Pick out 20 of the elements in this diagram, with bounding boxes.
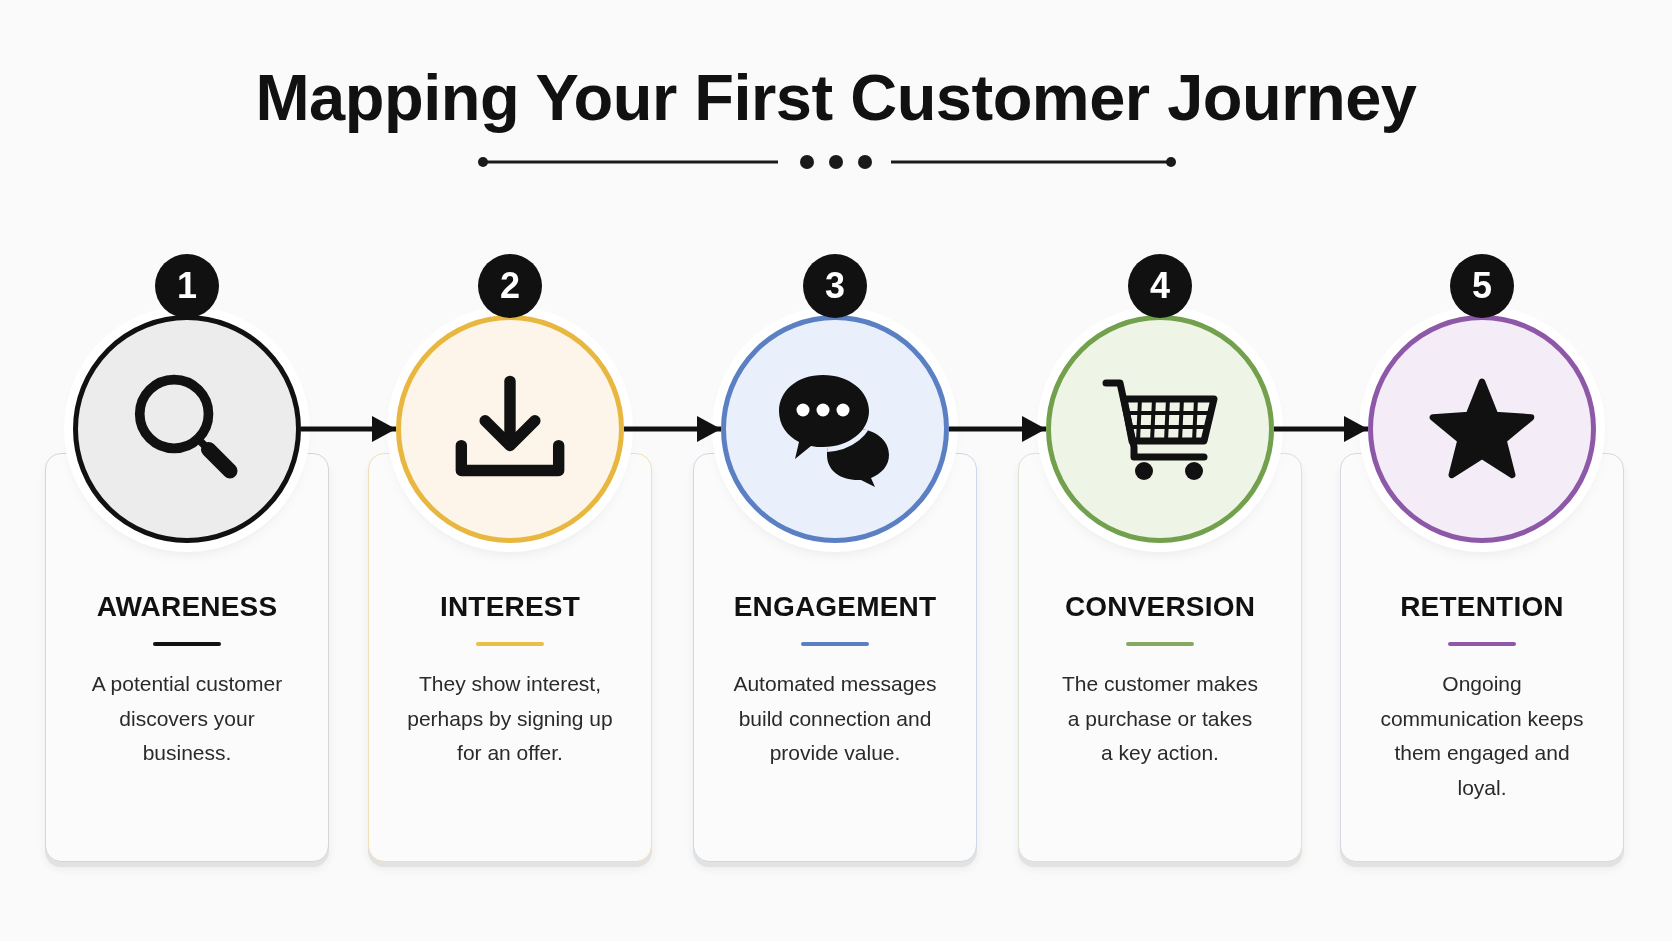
- step-number: 3: [803, 254, 867, 318]
- stage-title: AWARENESS: [96, 590, 278, 624]
- arrow: [624, 416, 721, 442]
- step-number: 5: [1450, 254, 1514, 318]
- stage-title: ENGAGEMENT: [733, 590, 937, 624]
- stage-title: INTEREST: [439, 590, 581, 624]
- arrow: [1274, 416, 1368, 442]
- step-number: 2: [478, 254, 542, 318]
- step-number: 1: [155, 254, 219, 318]
- stage-description: Automated messages build connection and provide value.: [732, 671, 938, 766]
- stage-title: CONVERSION: [1064, 590, 1256, 624]
- stage-description: A potential customer discovers your business.: [90, 671, 284, 766]
- arrow: [949, 416, 1046, 442]
- arrow: [301, 416, 396, 442]
- stage-description: The customer makes a purchase or takes a key action.: [1060, 671, 1260, 766]
- stage-title: RETENTION: [1400, 590, 1564, 624]
- step-number: 4: [1128, 254, 1192, 318]
- diagram-title: Mapping Your First Customer Journey: [255, 60, 1417, 136]
- stage-description: They show interest, perhaps by signing up for an offer.: [406, 671, 614, 766]
- stage-description: Ongoing communication keeps them engaged and loyal.: [1379, 671, 1585, 801]
